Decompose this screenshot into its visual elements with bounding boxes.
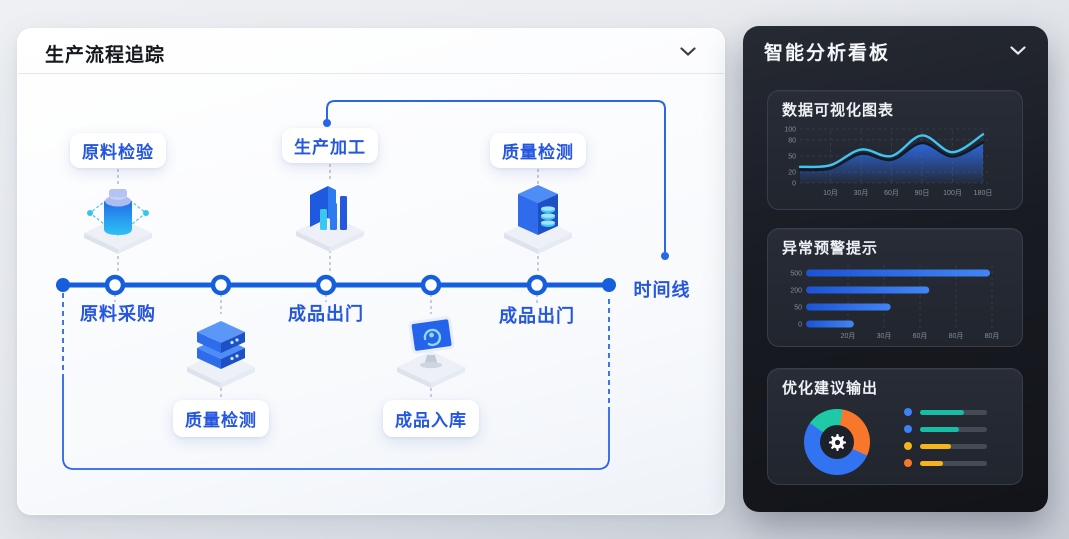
svg-text:80月: 80月 [985, 332, 1000, 340]
stage-label: 质量检测 [502, 143, 574, 162]
svg-text:50: 50 [788, 154, 796, 161]
legend-dot [904, 442, 912, 450]
timeline-axis-label: 时间线 [633, 280, 691, 300]
svg-text:200: 200 [790, 288, 802, 295]
bar [806, 303, 891, 311]
svg-text:20月: 20月 [841, 332, 856, 340]
svg-text:30月: 30月 [877, 332, 892, 340]
line-area-chart: 100 80 50 20 0 10月 30月 60月 90日 100月 180日 [784, 127, 993, 198]
legend-dot [904, 425, 912, 433]
donut-chart [804, 409, 870, 475]
svg-text:100: 100 [784, 127, 796, 134]
timeline-node [315, 274, 337, 296]
timeline-node [420, 274, 442, 296]
legend-row [904, 442, 1014, 450]
legend-fill [920, 426, 959, 432]
card-data-visualization: 数据可视化图表 100 80 50 20 0 10月 30月 60月 90日 100月 180日 [767, 90, 1023, 210]
legend-track [920, 460, 987, 466]
legend-row [904, 408, 1014, 416]
svg-text:60月: 60月 [913, 332, 928, 340]
timeline-point-label: 成品出门 [288, 304, 364, 324]
series-baseline [798, 141, 985, 172]
timeline-end-node [602, 278, 616, 292]
process-panel-title: 生产流程追踪 [45, 45, 166, 66]
chevron-down-icon[interactable] [680, 47, 696, 56]
card-optimization-output: 优化建议输出 [767, 368, 1023, 485]
process-tracking-panel: 生产流程追踪 [17, 28, 725, 515]
svg-text:20: 20 [788, 170, 796, 177]
bar [806, 269, 990, 277]
svg-text:50: 50 [794, 305, 802, 312]
bar [806, 286, 930, 294]
svg-text:30月: 30月 [854, 189, 869, 197]
donut-legend [904, 408, 1014, 476]
legend-track [920, 409, 987, 415]
gear-icon [828, 433, 846, 451]
timeline-point-label: 原料采购 [80, 304, 156, 324]
legend-fill [920, 460, 943, 466]
legend-dot [904, 408, 912, 416]
legend-track [920, 443, 987, 449]
stage-label: 成品入库 [395, 411, 467, 430]
svg-text:0: 0 [792, 181, 796, 188]
legend-fill [920, 409, 965, 415]
card-title: 优化建议输出 [782, 380, 879, 397]
stage-label: 质量检测 [185, 411, 257, 430]
bar [806, 320, 854, 328]
svg-text:80: 80 [788, 137, 796, 144]
legend-fill [920, 443, 952, 449]
area-fill [800, 142, 983, 183]
legend-dot [904, 459, 912, 467]
stage-label-pill: 生产加工 [282, 128, 378, 163]
chevron-down-icon[interactable] [1010, 46, 1026, 55]
server-tower-icon [504, 185, 572, 254]
card-title: 数据可视化图表 [782, 102, 895, 119]
process-panel-header: 生产流程追踪 [18, 29, 724, 74]
svg-text:60月: 60月 [884, 189, 899, 197]
database-stack-icon [187, 321, 255, 388]
flow-connectors [56, 100, 669, 470]
svg-text:0: 0 [798, 322, 802, 329]
stage-label-pill: 质量检测 [490, 133, 586, 168]
svg-text:90日: 90日 [915, 189, 930, 197]
analysis-panel-title: 智能分析看板 [764, 43, 891, 64]
timeline-start-node [56, 278, 70, 292]
stage-label-pill: 质量检测 [173, 400, 269, 437]
legend-row [904, 425, 1014, 433]
stage-label-pill: 成品入库 [383, 400, 479, 437]
timeline-node [210, 274, 232, 296]
series-highlight [798, 133, 985, 169]
donut-center [820, 425, 854, 459]
legend-track [920, 426, 987, 432]
svg-text:10月: 10月 [823, 189, 838, 197]
svg-text:180日: 180日 [974, 189, 993, 197]
stage-label-pill: 原料检验 [70, 133, 166, 168]
legend-row [904, 459, 1014, 467]
stage-label: 生产加工 [294, 138, 366, 157]
svg-text:100月: 100月 [943, 189, 962, 197]
card-title: 异常预警提示 [782, 240, 879, 257]
process-flow-diagram: 原料检验 生产加工 质量检测 质量检测 成品入库 原料采购 成品出门 成品出门 … [18, 73, 724, 514]
svg-text:80月: 80月 [949, 332, 964, 340]
timeline-node [104, 274, 126, 296]
material-inspection-icon [84, 189, 152, 254]
stage-label: 原料检验 [82, 143, 154, 162]
svg-text:500: 500 [790, 271, 802, 278]
timeline-node [526, 274, 548, 296]
monitor-sync-icon [397, 316, 465, 388]
timeline-point-label: 成品出门 [499, 306, 575, 326]
production-chart-icon [296, 186, 364, 252]
